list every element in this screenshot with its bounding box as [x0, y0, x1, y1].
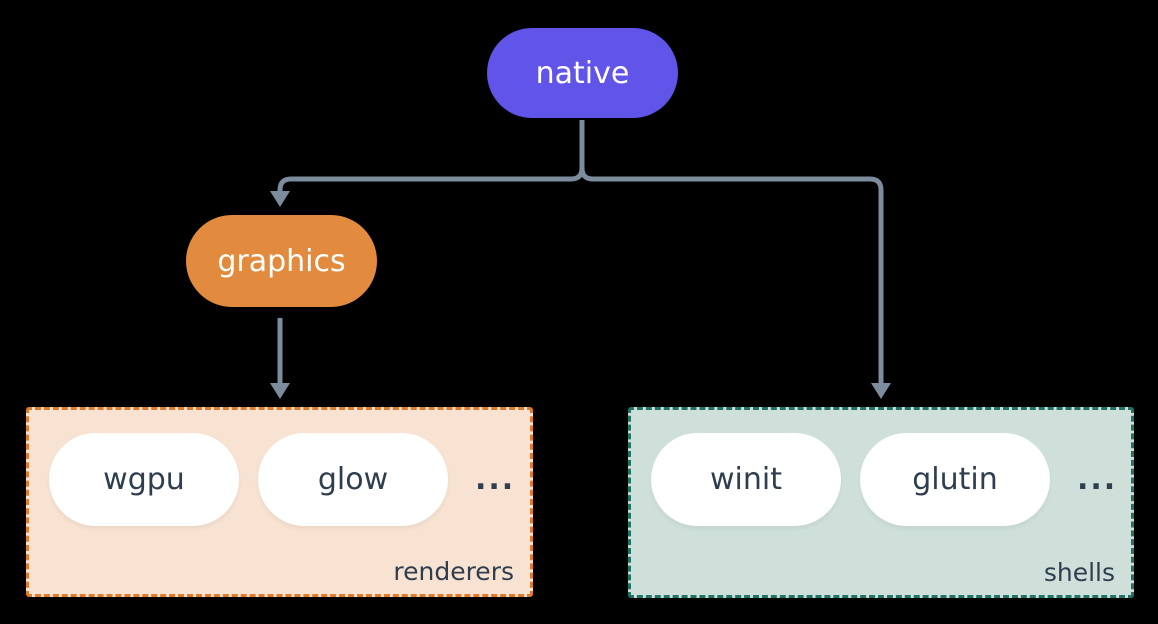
group-label-renderers: renderers [393, 557, 514, 586]
arrowhead-shells [871, 383, 891, 399]
arrowhead-renderers [270, 383, 290, 399]
node-winit: winit [651, 433, 841, 526]
node-glow: glow [258, 433, 448, 526]
edge-native-to-shells [579, 167, 884, 384]
group-label-shells: shells [1043, 558, 1115, 587]
shells-ellipsis: ... [1077, 462, 1118, 497]
shells-pill-row: winit glutin ... [631, 410, 1131, 526]
node-glutin: glutin [860, 433, 1050, 526]
renderers-ellipsis: ... [475, 462, 516, 497]
edge-native-to-graphics [277, 120, 585, 192]
group-shells: winit glutin ... shells [628, 407, 1134, 598]
node-graphics: graphics [186, 215, 377, 307]
renderers-pill-row: wgpu glow ... [29, 410, 530, 526]
group-renderers: wgpu glow ... renderers [26, 407, 533, 597]
node-native: native [487, 28, 678, 118]
node-wgpu: wgpu [49, 433, 239, 526]
arrowhead-graphics [270, 191, 290, 207]
